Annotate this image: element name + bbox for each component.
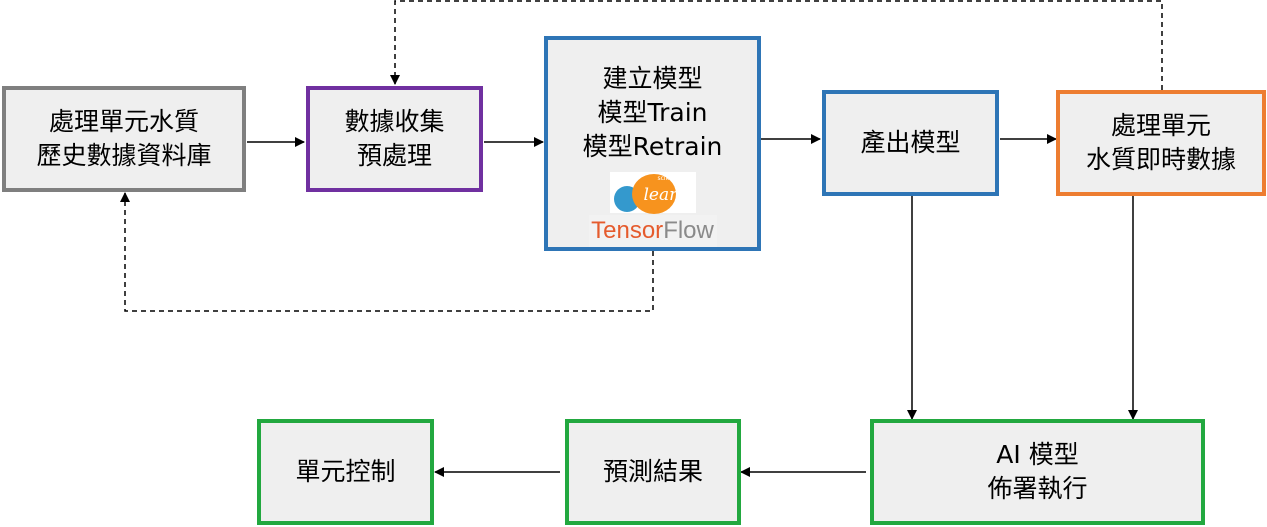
build-model-line3: 模型Retrain xyxy=(582,132,723,161)
ai-model-deploy-line2: 佈署執行 xyxy=(987,474,1088,503)
ai-model-deploy-line1: AI 模型 xyxy=(996,440,1079,469)
output-model-label: 產出模型 xyxy=(860,128,961,157)
realtime-data-line2: 水質即時數據 xyxy=(1085,145,1236,174)
dashed-arrow-realtime-to-collect xyxy=(390,0,1163,90)
build-model-line1: 建立模型 xyxy=(602,64,703,93)
realtime-data-box: 處理單元 水質即時數據 xyxy=(1056,90,1266,196)
ai-model-deploy-box: AI 模型 佈署執行 xyxy=(870,419,1205,525)
history-database-line1: 處理單元水質 xyxy=(48,107,199,136)
realtime-data-line1: 處理單元 xyxy=(1110,111,1211,140)
unit-control-label: 單元控制 xyxy=(295,457,396,486)
unit-control-box: 單元控制 xyxy=(257,419,434,525)
data-collection-line2: 預處理 xyxy=(356,141,432,170)
build-model-box: 建立模型 模型Train 模型Retrain scikit learn Tens… xyxy=(544,36,761,251)
data-collection-line1: 數據收集 xyxy=(344,107,445,136)
tensorflow-logo-icon: TensorFlow xyxy=(588,215,717,247)
scikit-learn-logo-icon: scikit learn xyxy=(609,172,696,214)
history-database-line2: 歷史數據資料庫 xyxy=(36,141,212,170)
dashed-arrow-build-to-history xyxy=(120,192,654,312)
history-database-box: 處理單元水質 歷史數據資料庫 xyxy=(2,86,246,192)
output-model-box: 產出模型 xyxy=(822,90,999,196)
prediction-result-box: 預測結果 xyxy=(565,419,741,525)
prediction-result-label: 預測結果 xyxy=(602,457,703,486)
build-model-line2: 模型Train xyxy=(597,98,708,127)
data-collection-box: 數據收集 預處理 xyxy=(306,86,483,192)
